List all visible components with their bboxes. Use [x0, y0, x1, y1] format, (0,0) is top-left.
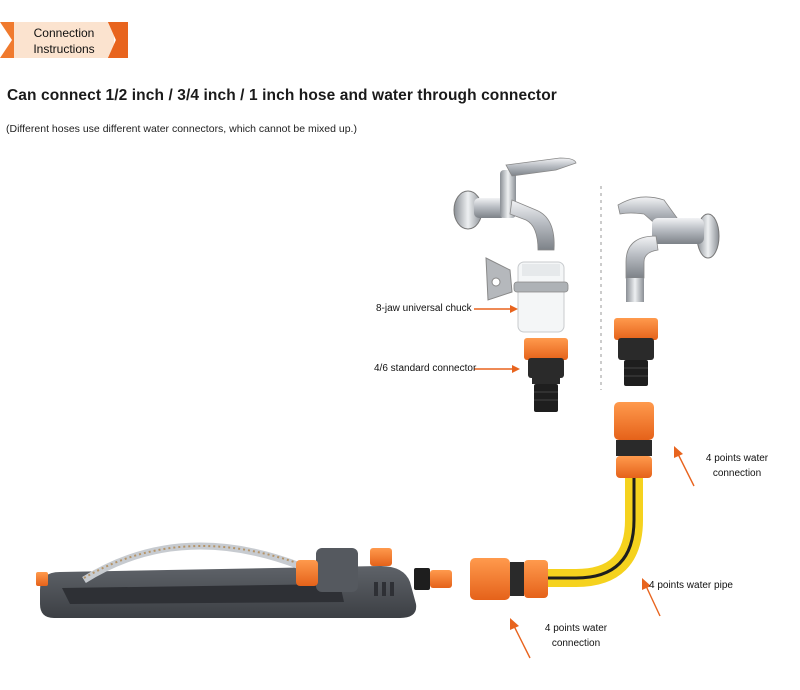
quick-connector-icon — [614, 402, 654, 478]
section-banner: Connection Instructions — [0, 22, 128, 58]
arrow-chuck — [474, 305, 518, 313]
arrow-water-connection-upper — [674, 446, 695, 487]
arrow-standard-connector — [474, 365, 520, 373]
chuck-icon — [485, 257, 569, 333]
banner-line-1: Connection — [33, 26, 95, 40]
label-chuck: 8-jaw universal chuck — [376, 303, 472, 314]
banner-title: Connection Instructions — [18, 25, 110, 57]
faucet-icon — [617, 196, 720, 302]
arrow-water-connection-lower — [510, 618, 531, 659]
label-water-connection-upper-line-1: 4 points water — [705, 453, 769, 464]
label-water-connection-upper: 4 points water connection — [700, 451, 774, 481]
label-standard-connector: 4/6 standard connector — [374, 363, 477, 374]
label-water-pipe: 4 points water pipe — [649, 580, 733, 591]
hose-stripe — [540, 478, 636, 580]
label-water-connection-upper-line-2: connection — [712, 468, 762, 479]
banner-line-2: Instructions — [33, 42, 95, 56]
arrow-water-pipe — [642, 578, 661, 617]
sprinkler-icon — [36, 542, 452, 618]
label-water-connection-lower-line-1: 4 points water — [544, 623, 608, 634]
label-water-connection-lower-line-2: connection — [551, 638, 601, 649]
label-water-connection-lower: 4 points water connection — [539, 621, 613, 651]
faucet-icon — [453, 157, 577, 251]
quick-connector-icon — [470, 558, 548, 600]
page-headline: Can connect 1/2 inch / 3/4 inch / 1 inch… — [7, 87, 557, 104]
tap-connector-icon — [614, 318, 658, 386]
tap-connector-icon — [524, 338, 568, 412]
page-subnote: (Different hoses use different water con… — [6, 123, 357, 135]
banner-shape — [0, 22, 128, 58]
